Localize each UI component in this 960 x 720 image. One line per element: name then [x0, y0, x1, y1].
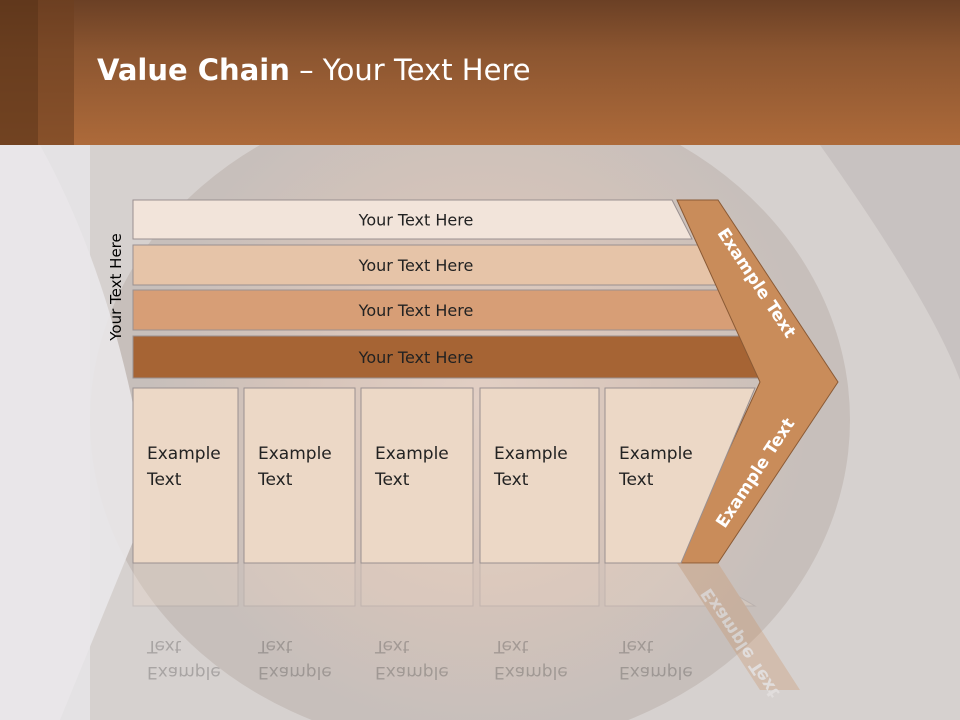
reflection-box: [132, 562, 239, 607]
primary-activity-label-line2: Text: [146, 470, 182, 490]
support-activity-bar[interactable]: [132, 199, 693, 240]
slide-title[interactable]: Value Chain – Your Text Here: [97, 53, 531, 87]
reflection-text: Example: [494, 662, 568, 682]
primary-activity-box[interactable]: [604, 387, 756, 564]
title-bold: Value Chain: [97, 53, 290, 87]
title-rest: – Your Text Here: [289, 53, 531, 87]
reflection-text: Example: [147, 662, 221, 682]
reflection-text: Example: [619, 662, 693, 682]
reflection-box: [243, 562, 356, 607]
support-activity-label: Your Text Here: [358, 348, 474, 367]
primary-activity-label-line2: Text: [257, 470, 293, 490]
support-activity-label: Your Text Here: [358, 211, 474, 230]
title-bar: Value Chain – Your Text Here: [0, 0, 960, 145]
side-label[interactable]: Your Text Here: [107, 233, 125, 341]
reflection-text: Text: [257, 636, 293, 656]
reflection-text: Text: [146, 636, 182, 656]
primary-activity-label-line1: Example: [619, 444, 693, 464]
primary-activity-label-line2: Text: [374, 470, 410, 490]
primary-activity-label-line1: Example: [494, 444, 568, 464]
primary-activity-box[interactable]: [243, 387, 356, 564]
reflection-text: Text: [374, 636, 410, 656]
support-activity-label: Your Text Here: [358, 256, 474, 275]
primary-activity-label-line1: Example: [375, 444, 449, 464]
primary-activity-label-line2: Text: [618, 470, 654, 490]
primary-activity-label-line1: Example: [258, 444, 332, 464]
primary-activity-box[interactable]: [132, 387, 239, 564]
reflection-text: Example: [375, 662, 449, 682]
header-stripe: [38, 0, 74, 145]
primary-activity-label-line1: Example: [147, 444, 221, 464]
reflection-chevron: [677, 563, 800, 690]
reflection-text: Text: [493, 636, 529, 656]
reflection-text: Text: [618, 636, 654, 656]
primary-activity-box[interactable]: [360, 387, 474, 564]
reflection-text: Example: [258, 662, 332, 682]
header-stripe: [0, 0, 38, 145]
reflection-box: [360, 562, 474, 607]
primary-activity-box[interactable]: [479, 387, 600, 564]
margin-chevron[interactable]: [676, 199, 839, 564]
support-activity-label: Your Text Here: [358, 301, 474, 320]
primary-activity-label-line2: Text: [493, 470, 529, 490]
reflection-box: [479, 562, 600, 607]
reflection-box: [604, 562, 757, 607]
